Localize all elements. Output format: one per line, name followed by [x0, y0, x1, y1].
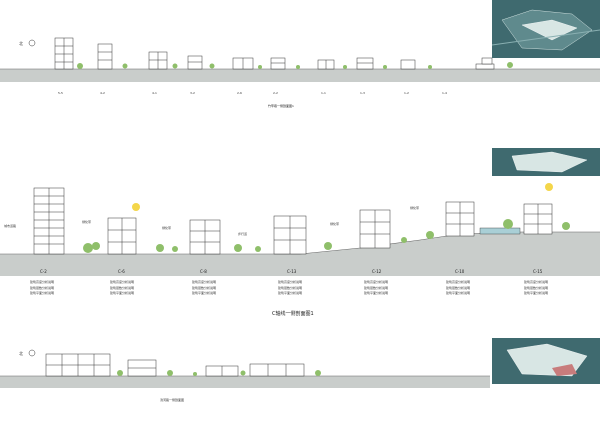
top-trees — [77, 62, 513, 69]
top-building-5 — [232, 57, 254, 70]
middle-marker: C-12 — [372, 269, 382, 274]
top-marker: 4-1 — [152, 91, 157, 95]
bottom-building-4 — [249, 363, 305, 377]
top-building-10 — [475, 57, 495, 70]
top-marker: 3-2 — [190, 91, 195, 95]
middle-data-row: 建筑高度分析说明建筑层数分析说明建筑平面分析说明 — [446, 280, 471, 295]
bottom-ground — [0, 376, 490, 388]
top-inset-map — [492, 0, 600, 58]
bottom-inset-drawing — [492, 338, 600, 384]
top-marker: 1-1 — [321, 91, 326, 95]
middle-note: 绿化带 — [410, 206, 420, 210]
bottom-building-3 — [205, 365, 239, 377]
top-section: 北 5-5 4-2 4-1 3-2 2-6 2-2 1-1 1-3 1-2 1-… — [0, 0, 600, 120]
top-north-circle — [28, 39, 36, 47]
middle-data-row: 建筑高度分析说明建筑层数分析说明建筑平面分析说明 — [110, 280, 135, 295]
middle-marker: C-8 — [200, 269, 207, 274]
bottom-section-drawing — [0, 349, 490, 388]
middle-tower — [33, 187, 65, 255]
top-north-marker: 北 — [19, 41, 23, 46]
top-building-9 — [400, 59, 416, 70]
bottom-caption: 滨河路一侧剖面图 — [160, 398, 185, 402]
bottom-trees — [117, 370, 321, 376]
top-marker: 1-3 — [360, 91, 365, 95]
middle-pool — [479, 227, 521, 235]
top-section-drawing — [0, 37, 600, 82]
middle-section-drawing — [0, 183, 600, 276]
middle-marker: C-2 — [40, 269, 47, 274]
middle-marker: C-13 — [287, 269, 297, 274]
middle-marker: C-15 — [533, 269, 543, 274]
middle-inset-drawing — [492, 148, 600, 176]
middle-marker: C-10 — [455, 269, 465, 274]
middle-data-row: 建筑高度分析说明建筑层数分析说明建筑平面分析说明 — [30, 280, 55, 295]
middle-note: 绿化带 — [82, 220, 92, 224]
middle-note: 绿化带 — [330, 222, 340, 226]
top-marker: 2-6 — [237, 91, 242, 95]
middle-data-row: 建筑高度分析说明建筑层数分析说明建筑平面分析说明 — [278, 280, 303, 295]
top-inset-drawing — [492, 0, 600, 58]
top-building-8 — [356, 57, 374, 70]
top-building-6 — [270, 57, 286, 70]
middle-trees — [83, 219, 570, 253]
top-building-1 — [54, 37, 74, 70]
top-building-7 — [317, 59, 335, 70]
middle-building-2 — [107, 217, 137, 255]
bottom-inset-map — [492, 338, 600, 384]
middle-data-row: 建筑高度分析说明建筑层数分析说明建筑平面分析说明 — [524, 280, 549, 295]
middle-building-5 — [359, 209, 391, 249]
top-building-2 — [97, 43, 113, 70]
top-marker: 4-2 — [100, 91, 105, 95]
sun-1 — [132, 203, 140, 211]
middle-inset-map — [492, 148, 600, 176]
sun-2 — [545, 183, 553, 191]
top-marker: 1-2 — [404, 91, 409, 95]
middle-note: 步行道 — [238, 232, 248, 236]
middle-caption: C轴线一侧剖面图1 — [272, 311, 314, 317]
top-ground — [0, 69, 600, 82]
bottom-section: 北 滨河路一侧剖面图 — [0, 340, 490, 424]
middle-building-7 — [523, 203, 553, 235]
top-marker: 5-5 — [58, 91, 63, 95]
bottom-building-2 — [127, 359, 157, 377]
bottom-north-circle — [28, 349, 36, 357]
middle-data-row: 建筑高度分析说明建筑层数分析说明建筑平面分析说明 — [364, 280, 389, 295]
middle-note: 绿化带 — [162, 226, 172, 230]
middle-data-row: 建筑高度分析说明建筑层数分析说明建筑平面分析说明 — [192, 280, 217, 295]
middle-building-4 — [273, 215, 307, 255]
top-marker: 2-2 — [273, 91, 278, 95]
top-marker: 1-4 — [442, 91, 447, 95]
top-caption: 竹竿巷一侧剖面图1 — [268, 104, 294, 108]
middle-section: 城市道路 绿化带 绿化带 步行道 绿化带 绿化带 C-2 C-6 C-8 C-1… — [0, 176, 600, 326]
left-road-note: 城市道路 — [4, 224, 17, 228]
bottom-north-marker: 北 — [19, 351, 23, 356]
middle-building-3 — [189, 219, 221, 255]
top-building-4 — [187, 55, 203, 70]
middle-marker: C-6 — [118, 269, 125, 274]
top-building-3 — [148, 51, 168, 70]
bottom-building-1 — [45, 353, 111, 377]
middle-building-6 — [445, 201, 475, 237]
